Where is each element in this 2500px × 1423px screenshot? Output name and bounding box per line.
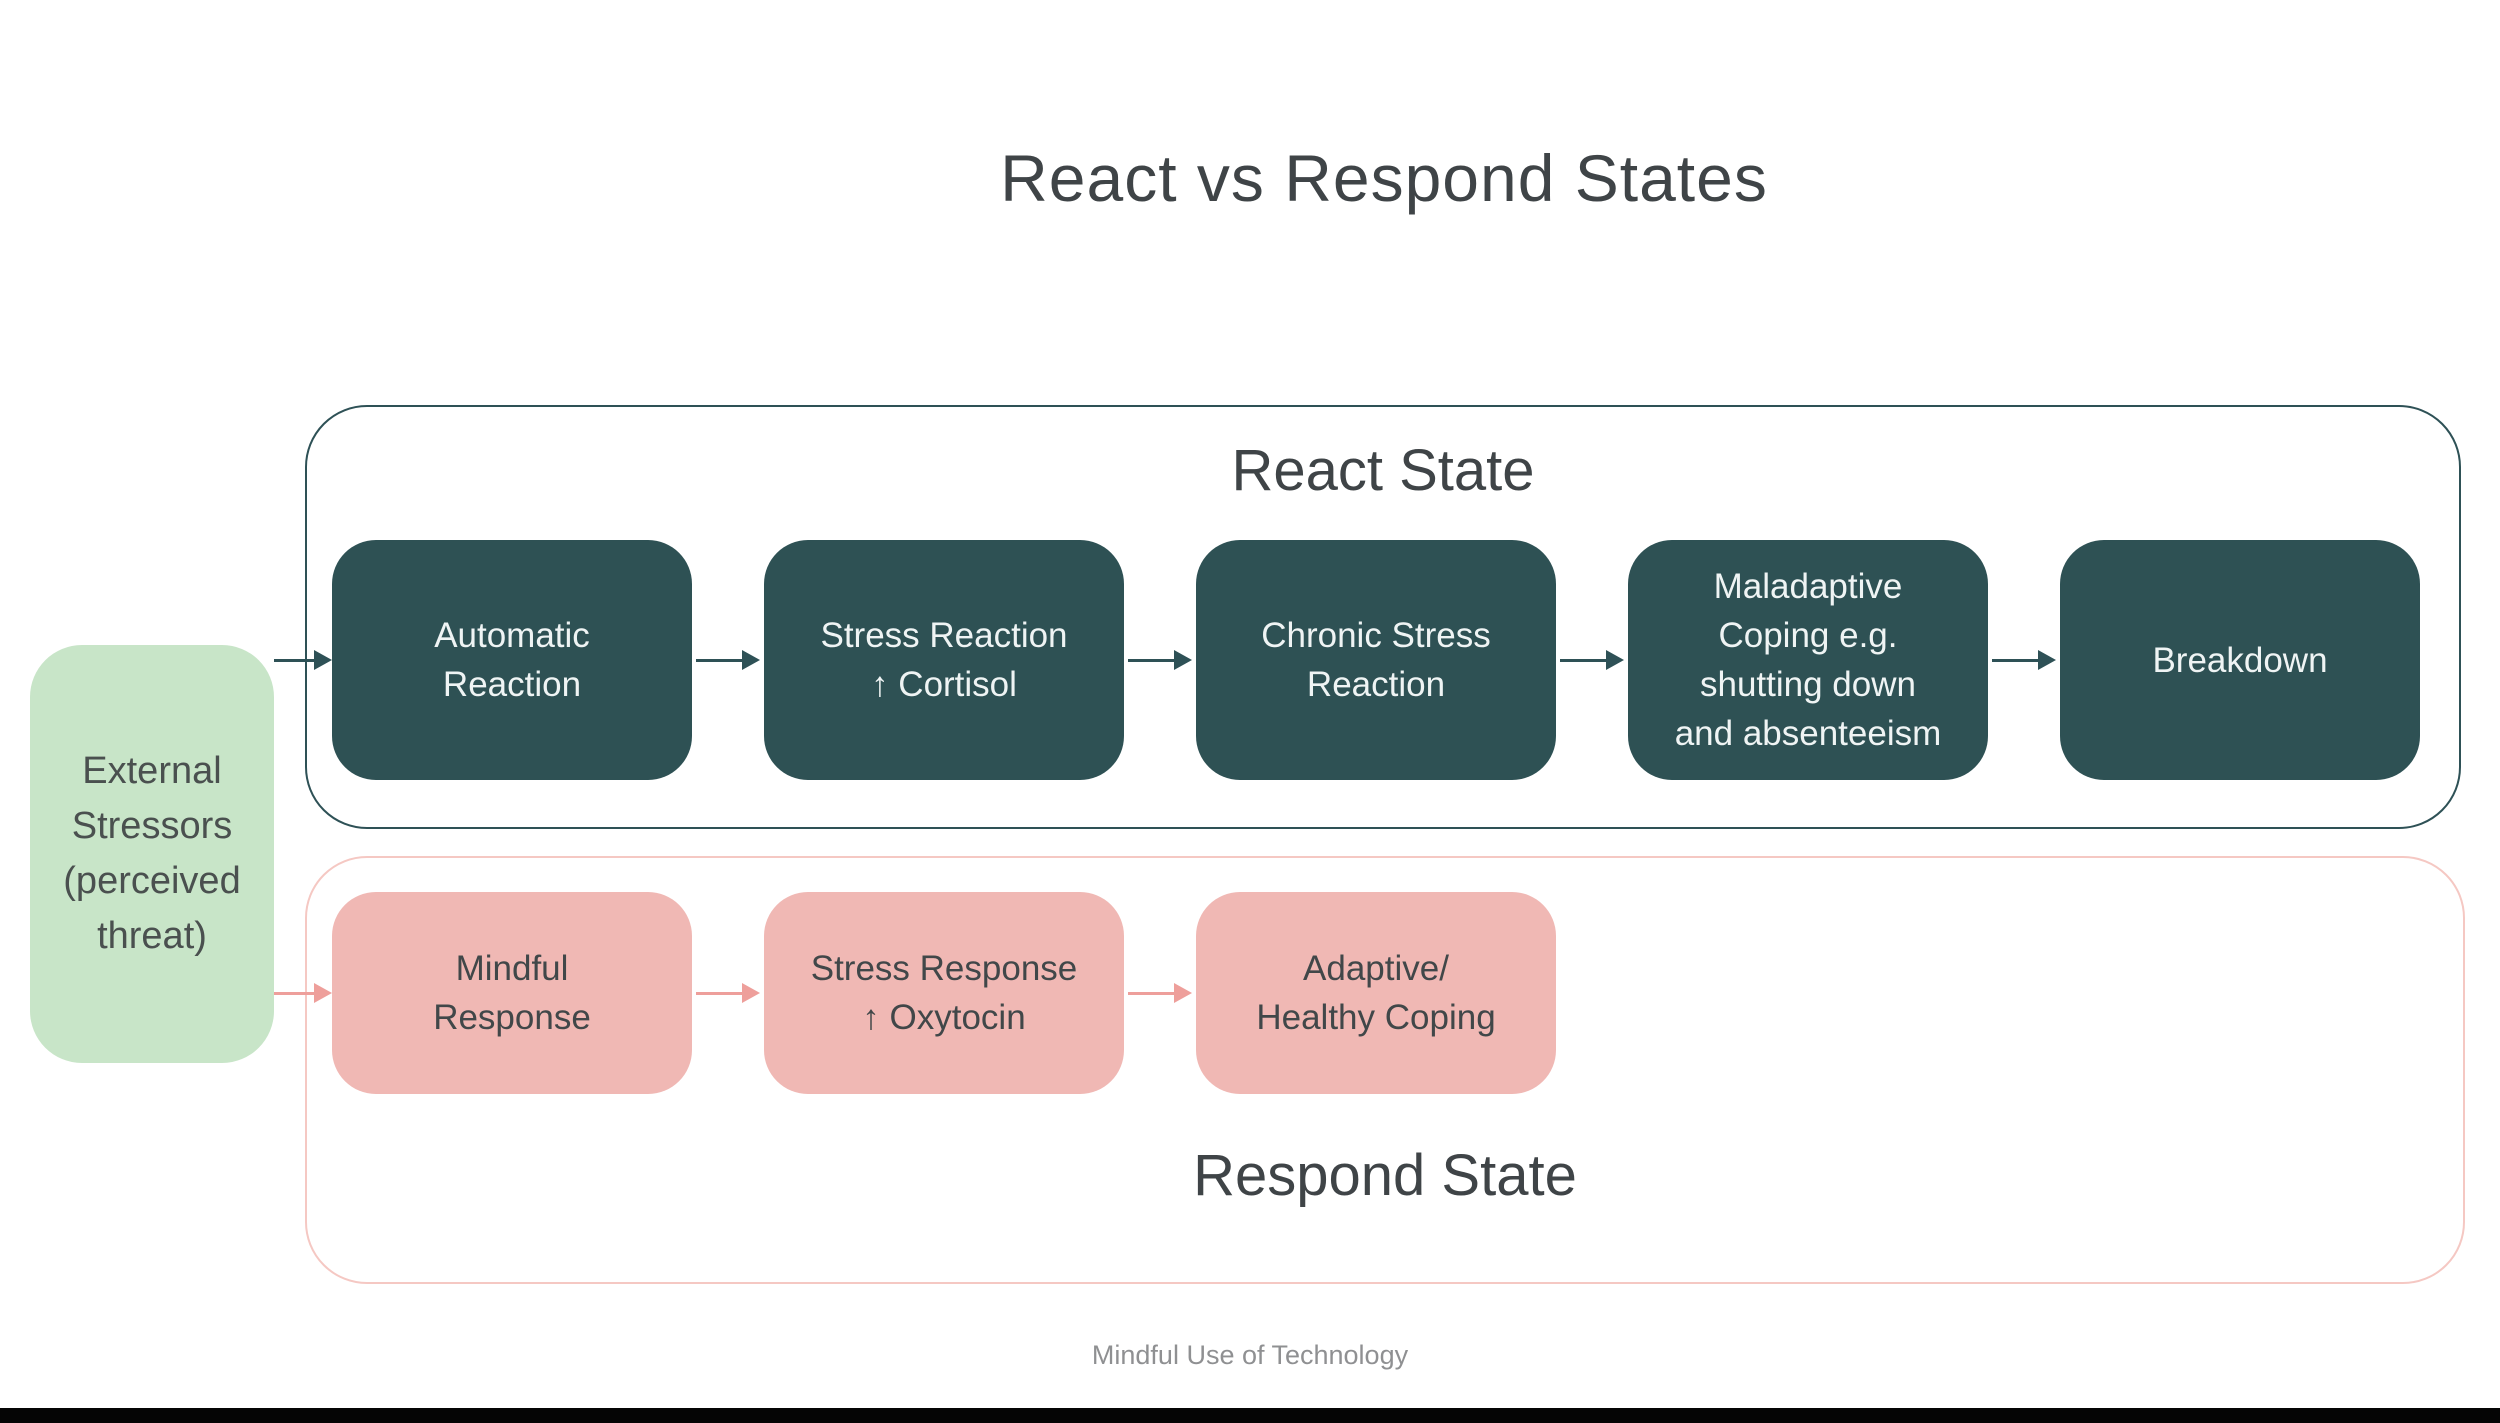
- flow-arrow-icon: [1124, 892, 1196, 1094]
- flow-arrow-icon: [1988, 540, 2060, 780]
- arrow-head: [314, 983, 332, 1003]
- flow-arrow-icon: [692, 892, 764, 1094]
- react-box-breakdown: Breakdown: [2060, 540, 2420, 780]
- respond-box-adaptive-healthy-coping: Adaptive/ Healthy Coping: [1196, 892, 1556, 1094]
- page-title: React vs Respond States: [1000, 141, 1768, 215]
- arrow-head: [2038, 650, 2056, 670]
- respond-flow-row: Mindful Response Stress Response ↑ Oxyto…: [332, 892, 1556, 1094]
- react-box-chronic-stress-reaction: Chronic Stress Reaction: [1196, 540, 1556, 780]
- box-label: Stress Response ↑ Oxytocin: [810, 949, 1078, 1037]
- react-box-maladaptive-coping: Maladaptive Coping e.g. shutting down an…: [1628, 540, 1988, 780]
- arrow-shaft: [696, 658, 742, 662]
- arrow-shaft: [274, 991, 314, 995]
- react-box-stress-reaction-cortisol: Stress Reaction ↑ Cortisol: [764, 540, 1124, 780]
- arrow-head: [1174, 983, 1192, 1003]
- box-label: Adaptive/ Healthy Coping: [1256, 949, 1496, 1037]
- stressor-to-react-arrow-icon: [274, 650, 332, 670]
- external-stressors-box: External Stressors (perceived threat): [30, 645, 274, 1063]
- stressor-to-respond-arrow-icon: [274, 983, 332, 1003]
- react-box-automatic-reaction: Automatic Reaction: [332, 540, 692, 780]
- respond-box-mindful-response: Mindful Response: [332, 892, 692, 1094]
- react-state-container: React State: [305, 405, 2461, 829]
- respond-state-label: Respond State: [1193, 1143, 1577, 1208]
- box-label: Maladaptive Coping e.g. shutting down an…: [1674, 567, 1942, 753]
- flow-arrow-icon: [1556, 540, 1628, 780]
- box-label: Automatic Reaction: [434, 616, 590, 704]
- footer-text: Mindful Use of Technology: [1091, 1340, 1409, 1370]
- arrow-shaft: [696, 991, 742, 995]
- arrow-shaft: [1992, 658, 2038, 662]
- arrow-shaft: [1128, 658, 1174, 662]
- respond-state-container: Respond State: [305, 856, 2465, 1284]
- box-label: Stress Reaction ↑ Cortisol: [820, 616, 1068, 704]
- react-flow-row: Automatic Reaction Stress Reaction ↑ Cor…: [332, 540, 2420, 780]
- bottom-bar: [0, 1408, 2500, 1423]
- arrow-head: [742, 650, 760, 670]
- box-label: Breakdown: [2152, 640, 2328, 680]
- arrow-head: [1606, 650, 1624, 670]
- react-state-label: React State: [1231, 438, 1535, 503]
- arrow-shaft: [1560, 658, 1606, 662]
- flow-arrow-icon: [1124, 540, 1196, 780]
- arrow-head: [742, 983, 760, 1003]
- arrow-shaft: [274, 658, 314, 662]
- arrow-head: [314, 650, 332, 670]
- box-label: Chronic Stress Reaction: [1261, 616, 1491, 704]
- flow-arrow-icon: [692, 540, 764, 780]
- arrow-head: [1174, 650, 1192, 670]
- arrow-shaft: [1128, 991, 1174, 995]
- respond-box-stress-response-oxytocin: Stress Response ↑ Oxytocin: [764, 892, 1124, 1094]
- box-label: Mindful Response: [433, 949, 591, 1037]
- external-stressors-label: External Stressors (perceived threat): [63, 749, 241, 958]
